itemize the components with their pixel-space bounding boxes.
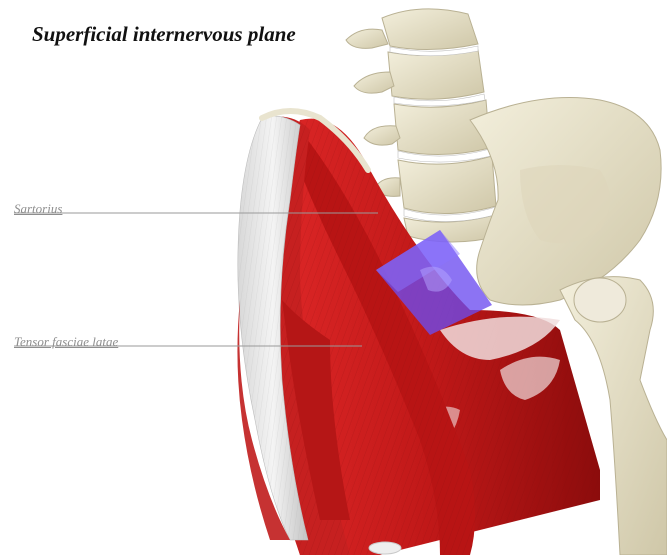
distal-tendon [369, 542, 401, 554]
figure-title: Superficial internervous plane [32, 22, 296, 47]
sartorius-label: Sartorius [14, 201, 62, 217]
tensor-fasciae-latae-label: Tensor fasciae latae [14, 334, 118, 350]
